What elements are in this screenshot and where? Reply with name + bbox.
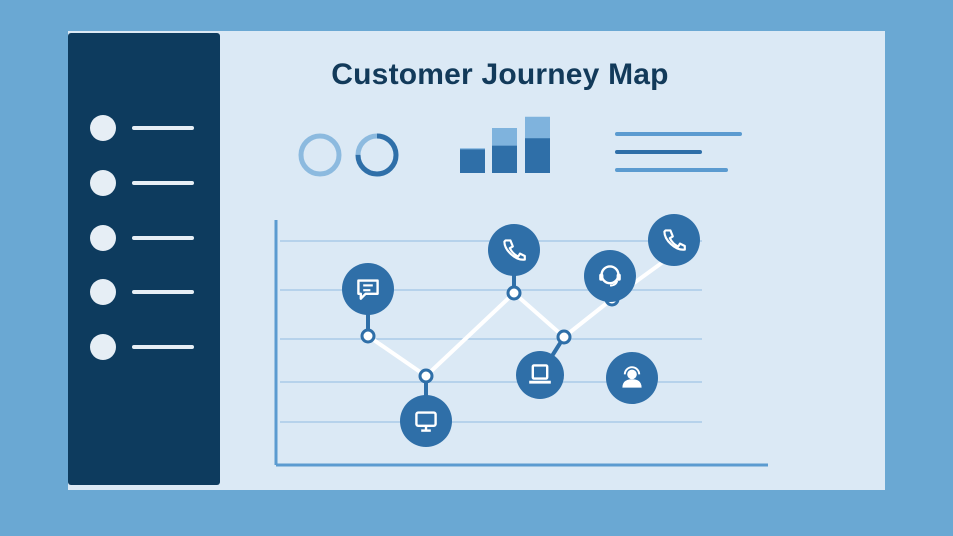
touchpoint-badge: [342, 263, 394, 315]
touchpoint-badge: [648, 214, 700, 266]
touchpoint-badge: [488, 224, 540, 276]
bullet-icon: [90, 279, 116, 305]
ring-widgets: [298, 133, 399, 177]
ring: [298, 133, 342, 177]
bullet-icon: [90, 225, 116, 251]
sidebar-item[interactable]: [90, 115, 200, 141]
touchpoint-nodes: [360, 285, 620, 384]
touchpoint-node: [360, 328, 376, 344]
bar-fill: [460, 149, 485, 173]
sidebar: [68, 33, 220, 485]
touchpoint-stems: [366, 250, 614, 421]
touchpoint-icons: [342, 214, 700, 447]
sidebar-item-line: [132, 236, 194, 240]
touchpoint-node: [418, 368, 434, 384]
sidebar-item-line: [132, 345, 194, 349]
sidebar-item[interactable]: [90, 334, 200, 360]
ring-progress: [355, 133, 399, 177]
sidebar-item-line: [132, 181, 194, 185]
bullet-icon: [90, 170, 116, 196]
sidebar-item[interactable]: [90, 170, 200, 196]
sidebar-item-line: [132, 126, 194, 130]
bar-fill: [525, 138, 550, 173]
page-title: Customer Journey Map: [331, 58, 669, 91]
touchpoint-badge: [400, 395, 452, 447]
touchpoint-node: [506, 285, 522, 301]
bullet-icon: [90, 334, 116, 360]
sidebar-item-line: [132, 290, 194, 294]
bullet-icon: [90, 115, 116, 141]
touchpoint-node: [556, 329, 572, 345]
sidebar-item[interactable]: [90, 279, 200, 305]
touchpoint-badge: [584, 250, 636, 302]
bar-fill: [492, 145, 517, 173]
text-lines-widget: [615, 132, 742, 172]
sidebar-item[interactable]: [90, 225, 200, 251]
journey-chart: [274, 214, 768, 467]
touchpoint-badge: [516, 351, 564, 399]
bar-widget: [460, 116, 550, 173]
